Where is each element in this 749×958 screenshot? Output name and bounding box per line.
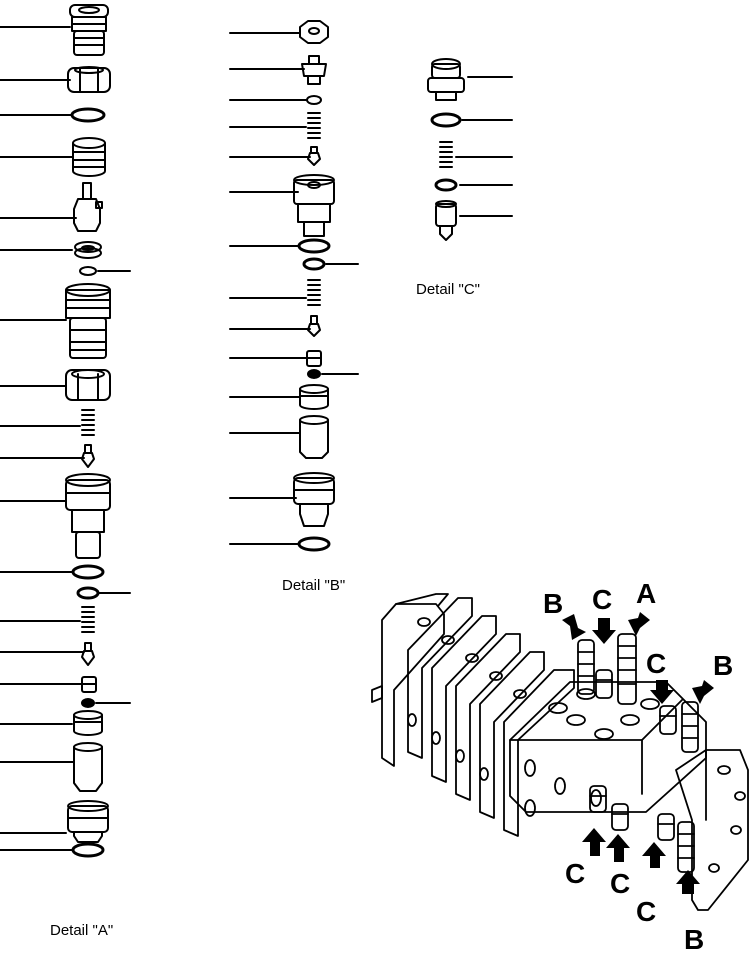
location-label-b: B xyxy=(684,924,705,955)
seat-ring-icon xyxy=(302,257,326,271)
o-ring-icon xyxy=(306,95,322,105)
ball-icon xyxy=(307,369,321,379)
location-label-b: B xyxy=(543,588,564,619)
detail-a-caption: Detail "A" xyxy=(50,922,114,939)
plug-icon xyxy=(67,800,109,843)
sleeve-icon xyxy=(81,676,97,693)
cartridge-body-icon xyxy=(65,473,111,559)
valve-body-icon xyxy=(65,283,111,359)
piston-icon xyxy=(299,415,329,459)
detail-a-assembly xyxy=(0,4,131,858)
valve-c-icon xyxy=(589,785,607,813)
location-label-c: C xyxy=(636,896,657,927)
location-label-c: C xyxy=(565,858,586,889)
o-ring-icon xyxy=(79,266,97,276)
spring-icon xyxy=(307,279,321,306)
location-label-c: C xyxy=(592,584,613,615)
cartridge-icon xyxy=(69,4,109,56)
spring-icon xyxy=(81,409,95,436)
o-ring-icon xyxy=(70,107,106,123)
location-label-c: C xyxy=(610,868,631,899)
valve-b-icon xyxy=(677,821,695,873)
spring-icon xyxy=(307,112,321,139)
nut-icon xyxy=(67,66,111,93)
detail-b-caption: Detail "B" xyxy=(282,577,346,594)
o-ring-icon xyxy=(71,842,105,858)
o-ring-icon xyxy=(71,564,105,580)
pointer-arrows xyxy=(562,612,714,894)
seat-ring-icon xyxy=(434,178,458,192)
pin-icon xyxy=(81,642,95,666)
ball-icon xyxy=(81,698,95,708)
pointer-arrow-icon xyxy=(628,612,650,636)
pin-icon xyxy=(307,146,321,166)
location-label-a: A xyxy=(636,578,657,609)
spring-icon xyxy=(439,141,453,168)
valve-c-icon xyxy=(657,813,675,841)
plug-icon xyxy=(427,58,465,101)
sleeve-icon xyxy=(306,350,322,367)
pointer-arrow-icon xyxy=(650,680,674,704)
detail-c-assembly xyxy=(427,58,513,241)
control-valve-body-icon xyxy=(371,593,749,911)
poppet-icon xyxy=(435,200,457,241)
piston-icon xyxy=(73,742,103,792)
detail-b-assembly xyxy=(229,20,359,552)
pointer-arrow-icon xyxy=(592,618,616,644)
valve-b-icon xyxy=(577,639,595,695)
pin-icon xyxy=(81,444,95,468)
valve-c-icon xyxy=(611,803,629,831)
valve-c-icon xyxy=(595,669,613,699)
valve-b-icon xyxy=(681,701,699,753)
backup-ring-icon xyxy=(73,710,103,736)
seat-ring-icon xyxy=(74,241,102,259)
o-ring-icon xyxy=(297,536,331,552)
valve-c-icon xyxy=(659,705,677,735)
pointer-arrow-icon xyxy=(692,680,714,704)
nut-icon xyxy=(299,20,329,44)
location-label-c: C xyxy=(646,648,667,679)
adjust-screw-icon xyxy=(301,55,327,85)
valve-a-icon xyxy=(617,633,637,705)
o-ring-icon xyxy=(297,238,331,254)
pointer-arrow-icon xyxy=(562,614,586,640)
cartridge-body-icon xyxy=(293,174,335,237)
nut-icon xyxy=(65,369,111,401)
spring-icon xyxy=(81,606,95,633)
pointer-arrow-icon xyxy=(676,870,700,894)
o-ring-icon xyxy=(430,112,462,128)
pointer-arrow-icon xyxy=(642,842,666,868)
pointer-arrow-icon xyxy=(582,828,606,856)
pin-icon xyxy=(307,315,321,337)
detail-c-caption: Detail "C" xyxy=(416,281,480,298)
plug-icon xyxy=(293,472,335,527)
backup-ring-icon xyxy=(72,137,106,177)
pointer-arrow-icon xyxy=(606,834,630,862)
seat-ring-icon xyxy=(76,586,100,600)
poppet-icon xyxy=(73,182,103,232)
backup-ring-icon xyxy=(299,384,329,410)
location-label-b: B xyxy=(713,650,734,681)
